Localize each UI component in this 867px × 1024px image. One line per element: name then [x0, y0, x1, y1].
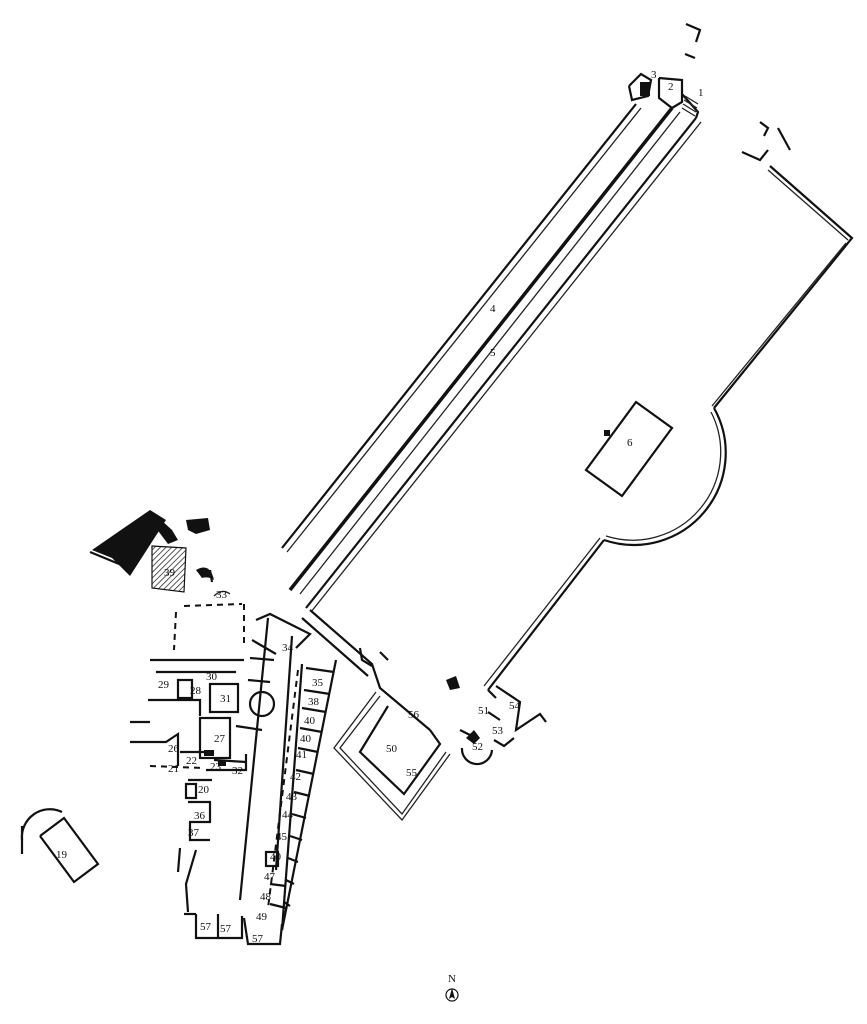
room-label-1: 1 — [698, 87, 704, 99]
room-label-3: 3 — [651, 69, 657, 81]
room-label-40a: 40 — [304, 715, 316, 727]
room-label-44: 44 — [282, 809, 294, 821]
room-label-45: 45 — [276, 831, 288, 843]
room-label-54: 54 — [509, 700, 521, 712]
room-label-22: 22 — [186, 755, 197, 767]
north-pointer-icon — [449, 988, 455, 999]
room-label-33: 33 — [216, 589, 228, 601]
room-label-19: 19 — [56, 849, 68, 861]
room-label-38: 38 — [308, 696, 320, 708]
west-complex — [20, 510, 338, 946]
room-label-55: 55 — [406, 767, 418, 779]
room-label-29: 29 — [158, 679, 170, 691]
room-label-23: 23 — [210, 761, 222, 773]
room-label-5: 5 — [490, 347, 496, 359]
north-entrance — [627, 22, 702, 119]
room-label-56: 56 — [408, 709, 420, 721]
room-label-51: 51 — [478, 705, 489, 717]
room-label-27: 27 — [214, 733, 226, 745]
room-label-48: 48 — [260, 891, 272, 903]
room-label-32: 32 — [232, 765, 243, 777]
room-label-28: 28 — [190, 685, 202, 697]
north-arrow-label: N — [448, 973, 456, 985]
room-label-40c: 40 — [270, 851, 282, 863]
room-label-52: 52 — [472, 741, 483, 753]
room-label-50: 50 — [386, 743, 398, 755]
room-label-4: 4 — [490, 303, 496, 315]
room-label-6: 6 — [627, 437, 633, 449]
room-label-30: 30 — [206, 671, 218, 683]
room-label-49: 49 — [256, 911, 268, 923]
room-label-42: 42 — [290, 771, 301, 783]
room-label-2: 2 — [668, 81, 674, 93]
room-label-40b: 40 — [300, 733, 312, 745]
portico-walls — [281, 103, 702, 613]
room-label-57b: 57 — [220, 923, 232, 935]
room-label-34: 34 — [282, 642, 294, 654]
room-label-43: 43 — [286, 791, 298, 803]
room-label-53: 53 — [492, 725, 504, 737]
room-label-37: 37 — [188, 827, 200, 839]
room-label-57a: 57 — [200, 921, 212, 933]
north-arrow: N — [445, 973, 459, 1002]
room-label-39: 39 — [164, 567, 176, 579]
south-rooms — [301, 609, 547, 822]
room-label-41: 41 — [296, 749, 307, 761]
room-label-35: 35 — [312, 677, 324, 689]
room-label-36: 36 — [194, 810, 206, 822]
room-label-57c: 57 — [252, 933, 264, 945]
room-label-31: 31 — [220, 693, 231, 705]
room-label-20: 20 — [198, 784, 210, 796]
main-enclosure — [483, 121, 854, 691]
room-label-26: 26 — [168, 743, 180, 755]
room-labels: 1 2 3 4 5 6 19 20 21 22 23 26 27 28 29 3… — [56, 69, 704, 945]
room-label-21: 21 — [168, 763, 179, 775]
room-label-47: 47 — [264, 871, 276, 883]
